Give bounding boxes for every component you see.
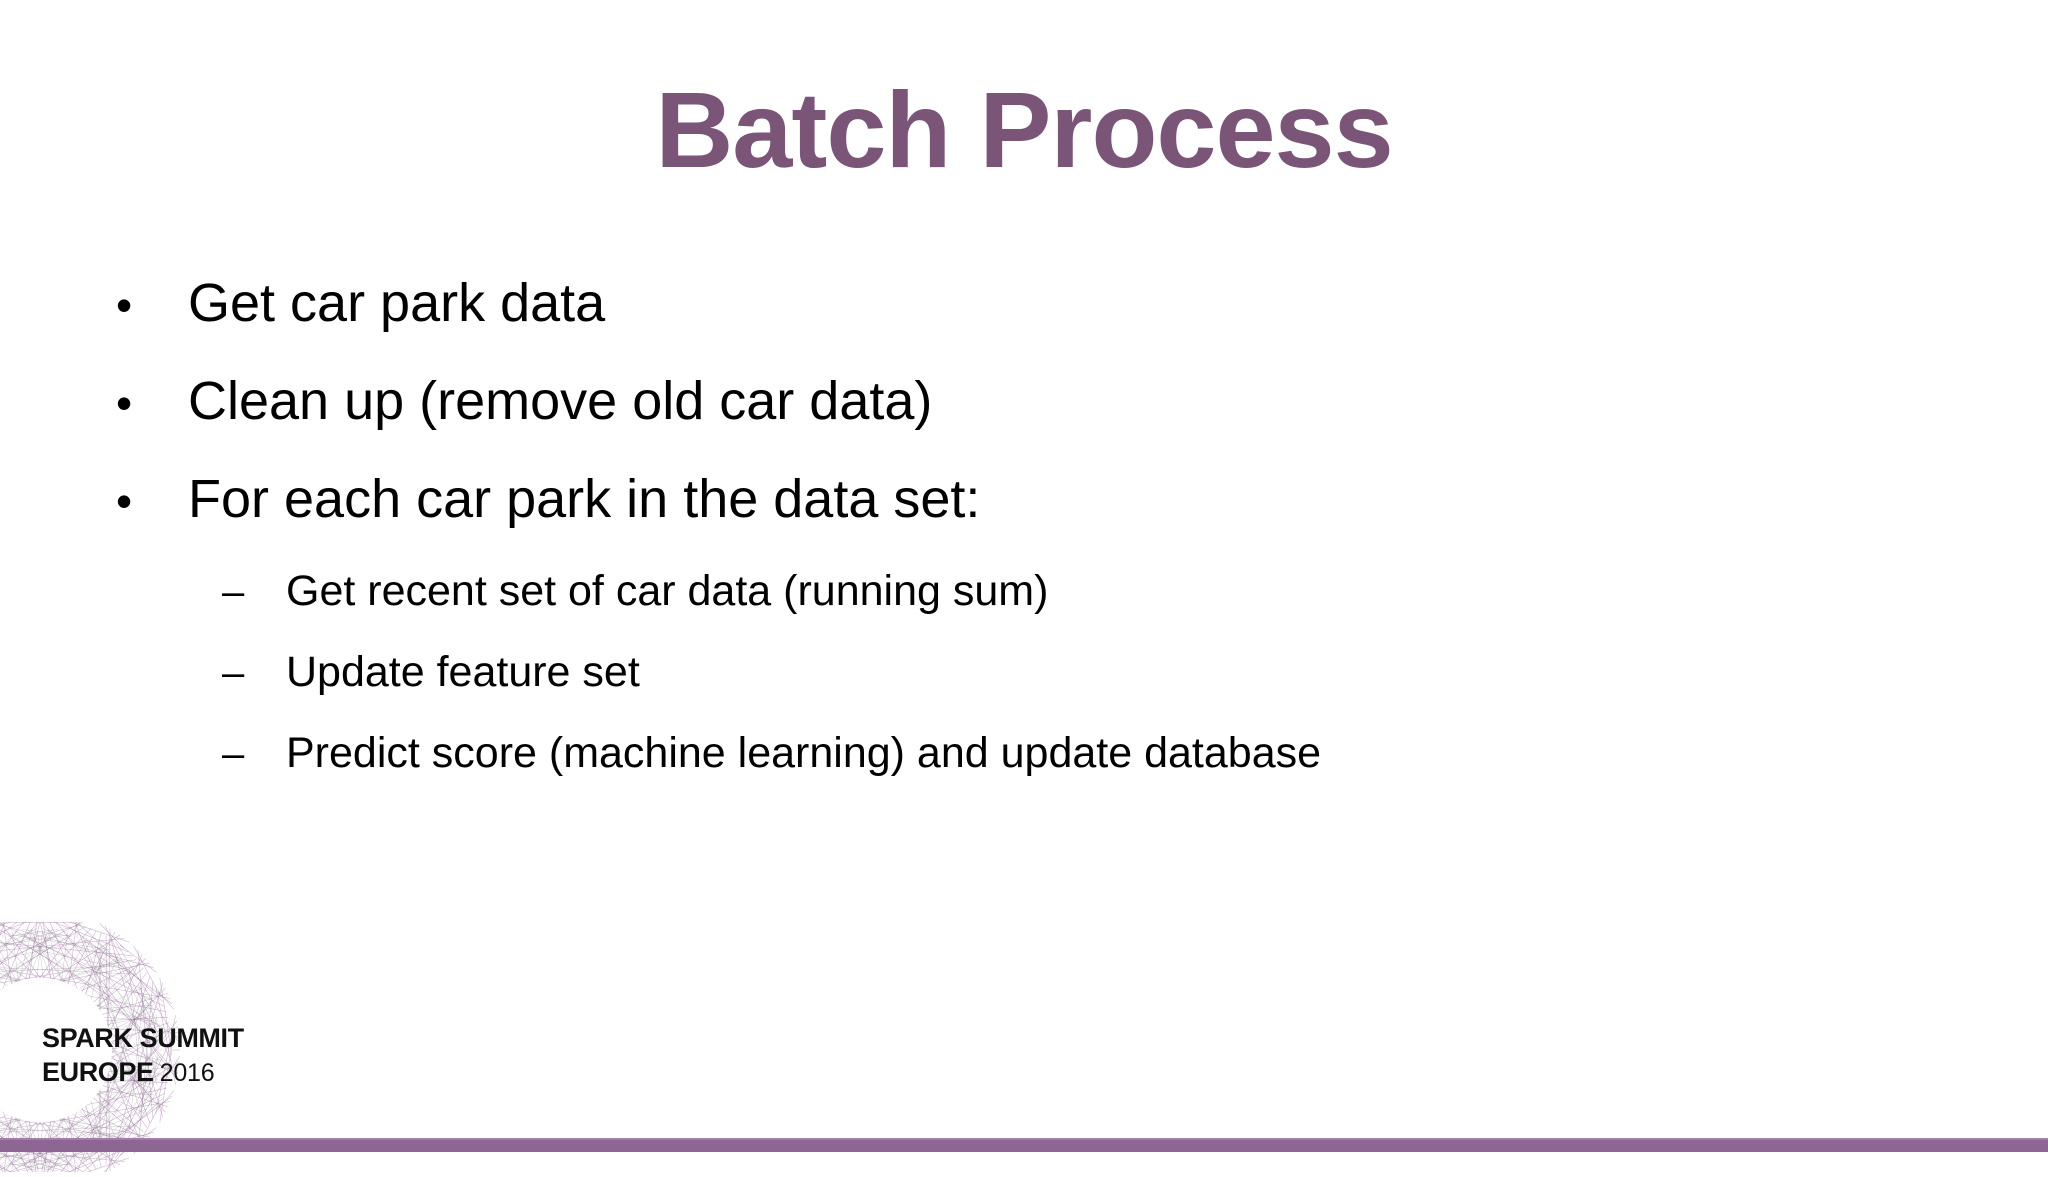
bullet-dash-icon: – [222,732,245,776]
bullet-dot-icon: • [116,279,133,331]
bullet-item: –Update feature set [0,651,1900,694]
bullet-text: Get car park data [188,273,606,333]
logo-europe-text: EUROPE [42,1057,154,1087]
slide-canvas: Batch Process • Get car park data • Clean u… [0,69,2048,1172]
footer-accent-bar [0,1138,2048,1152]
bullet-item: –Predict score (machine learning) and up… [0,732,1900,775]
bullet-dot-icon: • [116,475,133,527]
logo-year-text: 2016 [159,1059,215,1087]
footer-accent-highlight [0,1138,2048,1140]
bullet-item: –Get recent set of car data (running sum… [0,570,1900,613]
bullet-text: Clean up (remove old car data) [188,371,933,431]
bullet-dot-icon: • [116,377,133,429]
bullet-text: Update feature set [286,648,640,696]
page-title: Batch Process [655,69,1393,190]
bullet-text: Get recent set of car data (running sum) [286,567,1049,615]
bullet-dash-icon: – [222,651,245,695]
bullet-dash-icon: – [222,570,245,614]
bullet-item: • Get car park data [0,276,1900,330]
bullet-text: For each car park in the data set: [188,469,981,529]
logo-line-1: SPARK SUMMIT [42,1023,244,1053]
bullet-item: • For each car park in the data set: [0,472,1900,526]
bullet-item: • Clean up (remove old car data) [0,374,1900,428]
bullet-text: Predict score (machine learning) and upd… [286,729,1322,777]
bullet-list: • Get car park data • Clean up (remove old … [0,276,1900,813]
